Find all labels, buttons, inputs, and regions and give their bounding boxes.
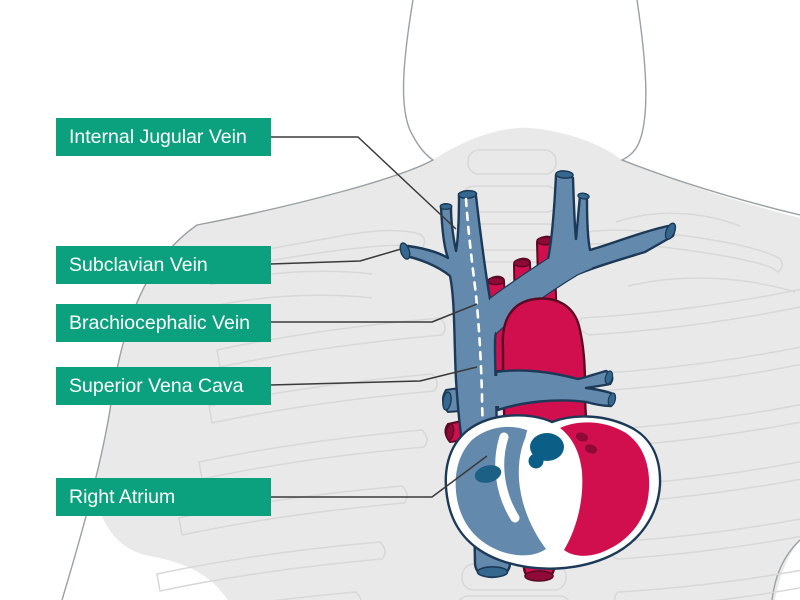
right-subclavian-cap bbox=[399, 242, 411, 260]
left-internal-jugular-cap bbox=[555, 170, 574, 179]
heart bbox=[444, 414, 662, 570]
pulmonary-vein-opening-2 bbox=[584, 444, 598, 454]
pulmonary-artery-band bbox=[494, 369, 616, 412]
label-internal-jugular-vein: Internal Jugular Vein bbox=[56, 118, 271, 156]
left-subclavian-cap bbox=[664, 222, 677, 240]
catheter-path bbox=[464, 197, 486, 442]
leader-lines bbox=[269, 136, 488, 498]
neck-contour-right bbox=[620, 0, 800, 216]
label-superior-vena-cava: Superior Vena Cava bbox=[56, 367, 271, 405]
neck-contour-left bbox=[61, 0, 435, 600]
right-internal-jugular-cap bbox=[457, 189, 478, 200]
valve-band-1 bbox=[495, 432, 520, 523]
left-heart-chambers bbox=[560, 422, 650, 556]
pulmonary-valve-detail bbox=[528, 433, 564, 469]
leader-superior-vena-cava bbox=[269, 366, 478, 386]
leader-brachiocephalic bbox=[270, 303, 478, 323]
leader-internal-jugular bbox=[270, 136, 457, 230]
label-right-atrium: Right Atrium bbox=[56, 478, 271, 516]
label-subclavian-vein: Subclavian Vein bbox=[56, 246, 271, 284]
arm-contour-right bbox=[771, 539, 800, 600]
pulmonary-stub-cap-2 bbox=[607, 392, 617, 407]
pulmonary-stub-cap-1 bbox=[604, 370, 614, 385]
right-external-jugular-cap bbox=[439, 203, 453, 210]
descending-aorta-cap bbox=[524, 570, 554, 582]
atrium-detail bbox=[474, 465, 502, 483]
left-external-jugular-cap bbox=[577, 192, 590, 200]
inferior-vena-cava-cap bbox=[476, 565, 509, 578]
valve-band-2 bbox=[523, 425, 546, 508]
pulmonary-vein-opening-1 bbox=[575, 432, 589, 442]
leader-right-atrium bbox=[270, 455, 488, 498]
label-brachiocephalic-vein: Brachiocephalic Vein bbox=[56, 304, 271, 342]
leader-subclavian bbox=[269, 248, 402, 265]
